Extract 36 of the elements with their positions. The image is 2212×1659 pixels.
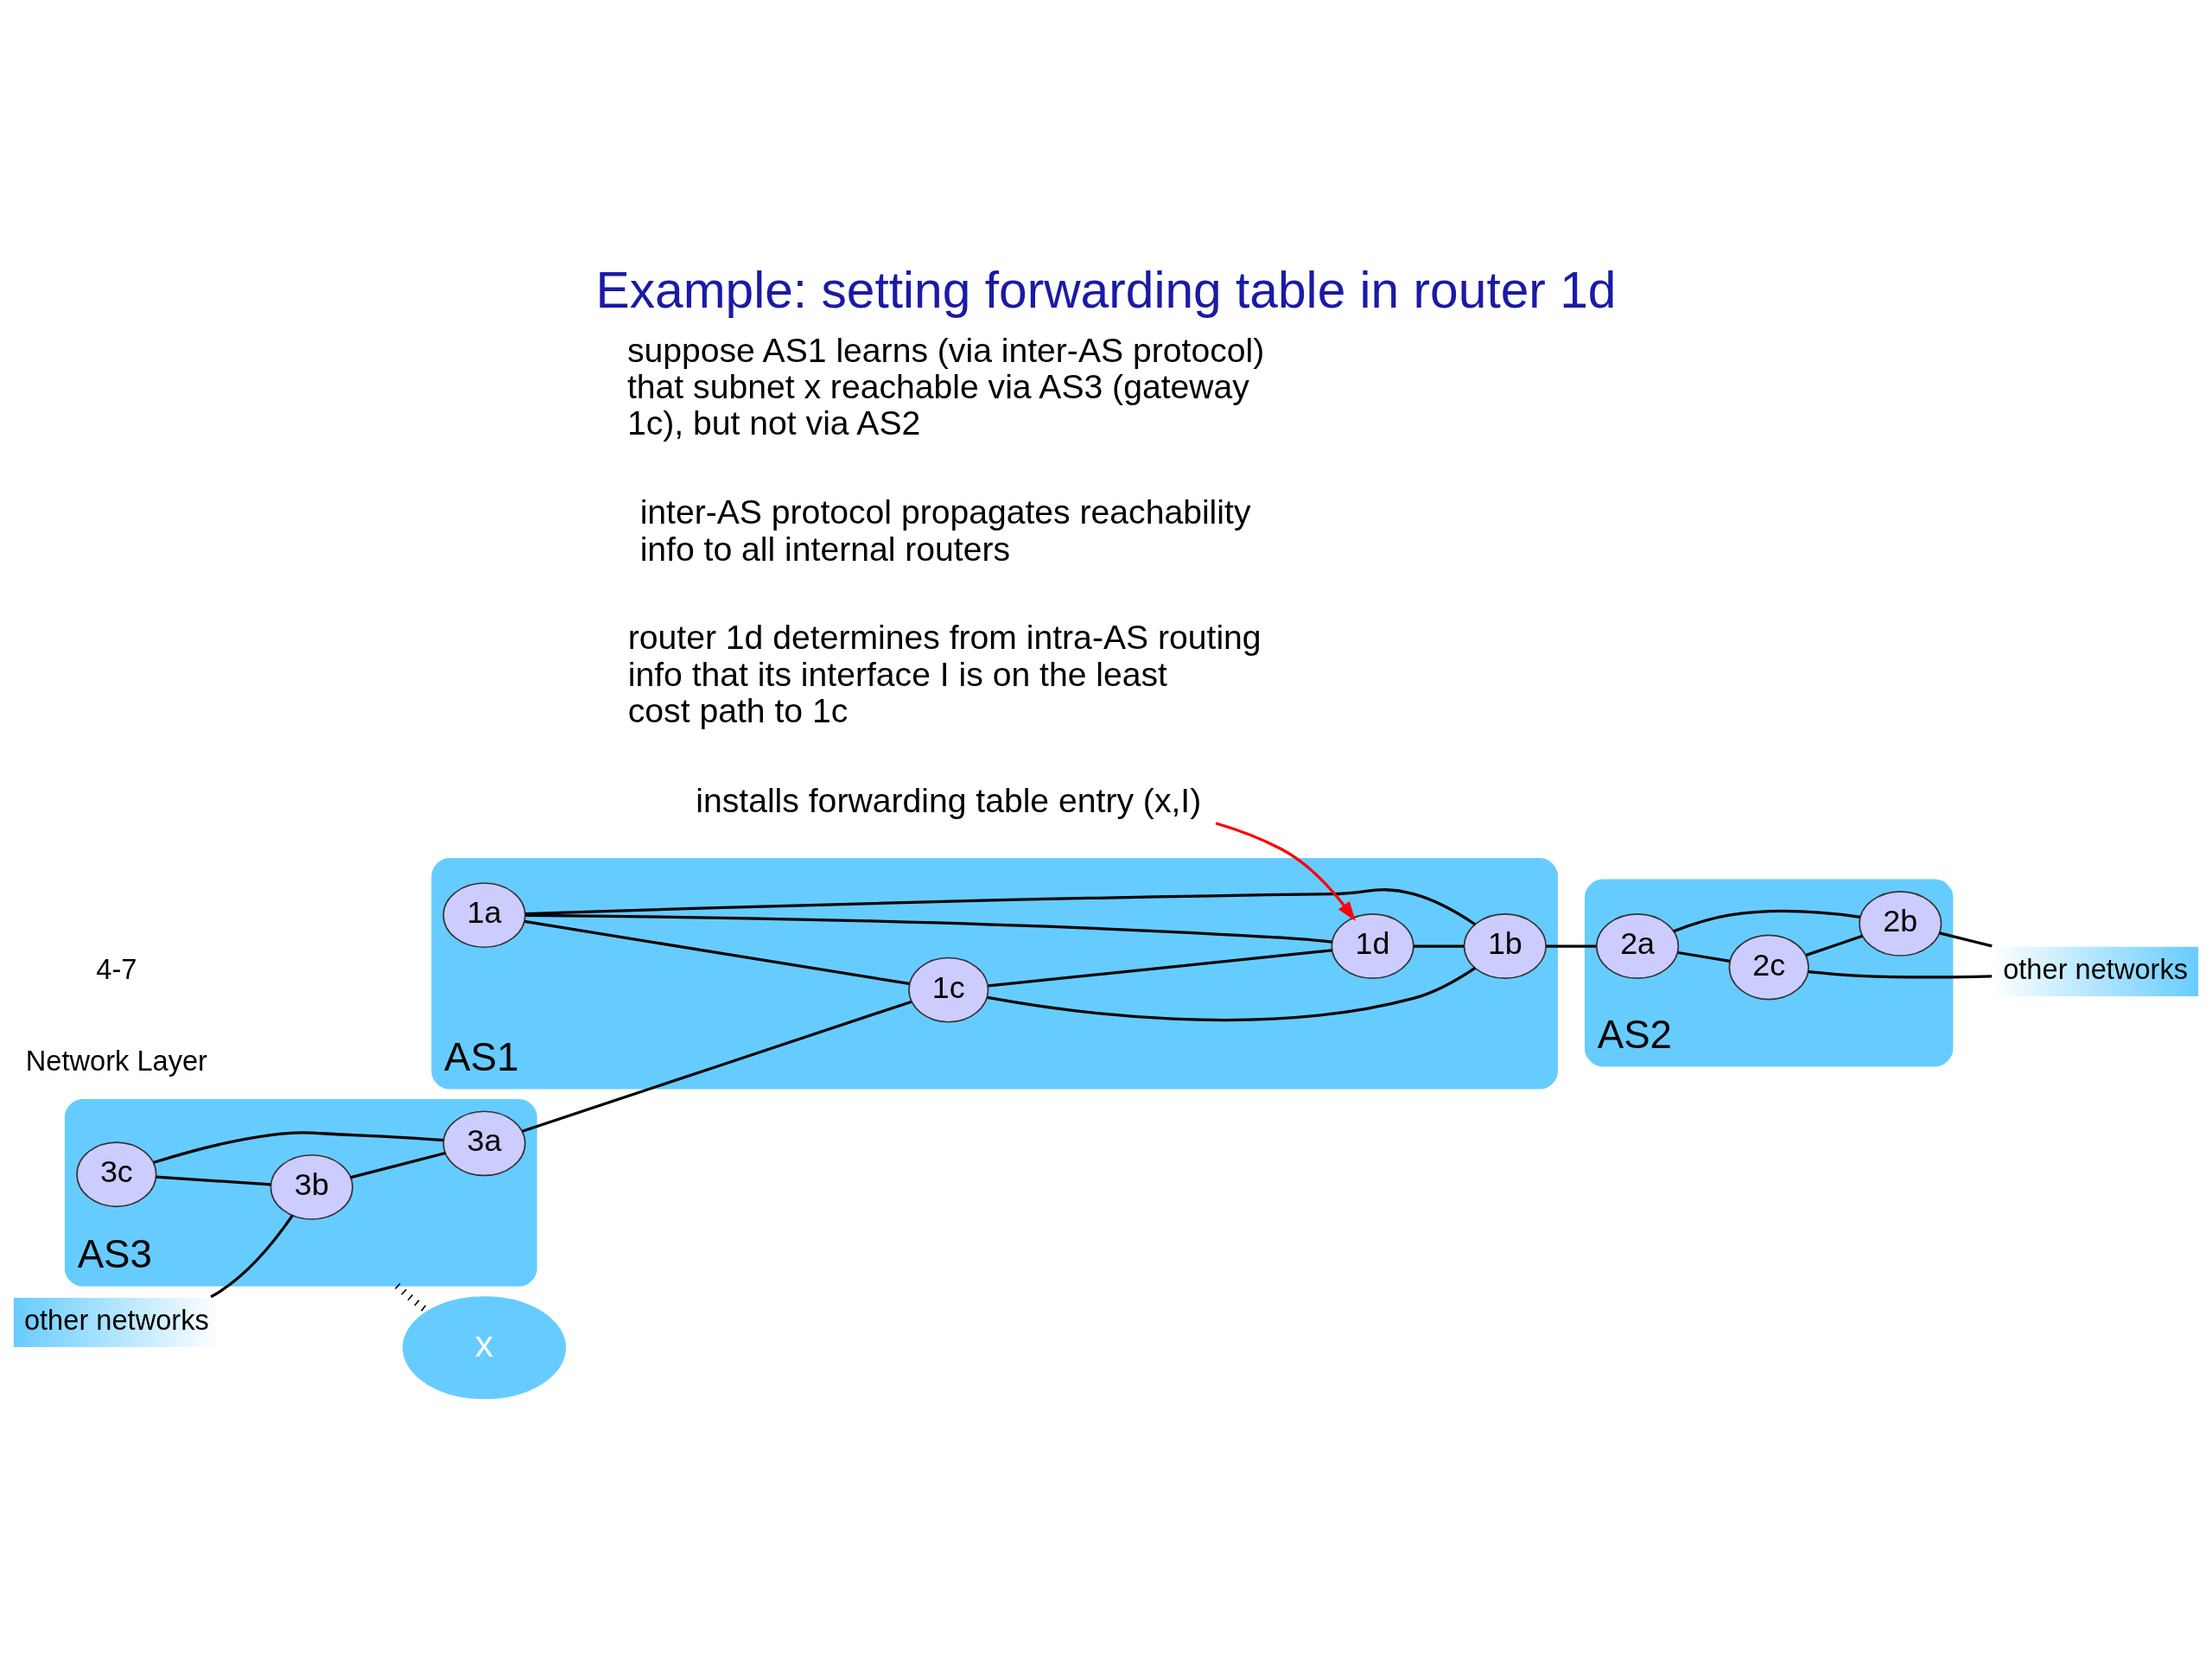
label: suppose AS1 learns (via inter-AS protocol) that subnet x reachable via AS3 (gateway 1c), but not via AS2 — [626, 331, 1265, 442]
node-ellipse: 3a — [442, 1109, 526, 1176]
node-ellipse: 2a — [1596, 912, 1680, 979]
connector — [1673, 909, 1861, 932]
connector — [1546, 944, 1597, 948]
node-ellipse: 2b — [1859, 890, 1942, 957]
connector — [1414, 944, 1465, 948]
connector — [1805, 934, 1863, 957]
node-ellipse: 1a — [442, 881, 526, 948]
arrow — [1215, 821, 1356, 921]
node-ellipse: x — [402, 1295, 567, 1399]
connector — [524, 919, 910, 985]
connector — [987, 966, 1476, 1021]
node-ellipse: 1b — [1463, 912, 1547, 979]
connector — [350, 1151, 446, 1179]
label: 4-7 — [96, 952, 137, 985]
connector — [1939, 931, 1993, 947]
connector — [1808, 969, 1993, 979]
connector — [988, 948, 1332, 988]
node-ellipse: 2c — [1728, 934, 1809, 1000]
diagram-title: Example: setting forwarding table in router 1d — [595, 261, 1617, 318]
node-text: installs forwarding table entry (x,I) — [696, 781, 1202, 819]
connector — [524, 887, 1476, 925]
connector — [1677, 950, 1731, 963]
node-ellipse: 1d — [1331, 912, 1414, 979]
connector — [525, 913, 1332, 944]
connector — [153, 1130, 444, 1164]
label: inter-AS protocol propagates reachability info to all internal routers — [639, 493, 1251, 568]
node-ellipse: 3b — [270, 1154, 353, 1220]
node-ellipse: 3c — [76, 1141, 157, 1207]
label: router 1d determines from intra-AS routing info that its interface I is on the least cost path to 1c — [627, 618, 1262, 729]
connector — [156, 1175, 271, 1185]
connector — [210, 1214, 294, 1298]
node-ellipse: 1c — [908, 957, 989, 1022]
connector — [521, 1000, 912, 1133]
label: Network Layer — [25, 1044, 207, 1077]
